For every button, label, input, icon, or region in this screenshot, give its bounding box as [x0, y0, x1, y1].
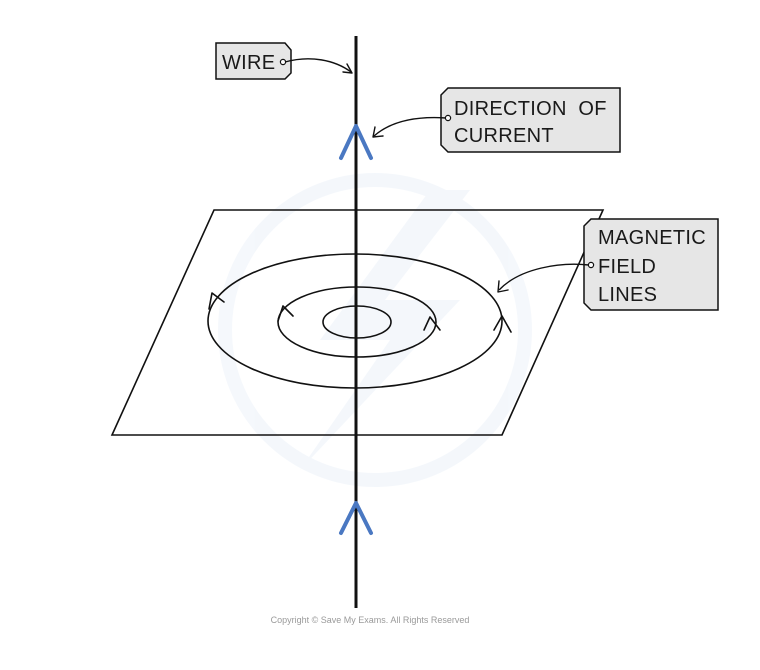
copyright-notice: Copyright © Save My Exams. All Rights Re… [270, 615, 470, 625]
field-arrow-middle-left [277, 305, 294, 322]
current-label-line2: CURRENT [454, 125, 554, 147]
current-arrow-bottom [339, 501, 373, 535]
field-label-line2: FIELD [598, 256, 656, 278]
field-label-line1: MAGNETIC [598, 227, 706, 249]
current-label-tag: DIRECTION OF CURRENT [372, 87, 621, 153]
field-arrow-outer-left [208, 292, 225, 310]
current-arrow-top [339, 124, 373, 160]
field-arrow-outer-right [493, 315, 512, 333]
field-label-line3: LINES [598, 284, 657, 306]
watermark-logo [218, 173, 532, 487]
wire-label-tag: WIRE [215, 42, 353, 80]
field-arrow-middle-right [423, 316, 441, 331]
field-label-tag: MAGNETIC FIELD LINES [497, 218, 719, 311]
current-label-line1: DIRECTION OF [454, 98, 607, 120]
wire-label: WIRE [222, 52, 275, 74]
plane [110, 209, 605, 436]
